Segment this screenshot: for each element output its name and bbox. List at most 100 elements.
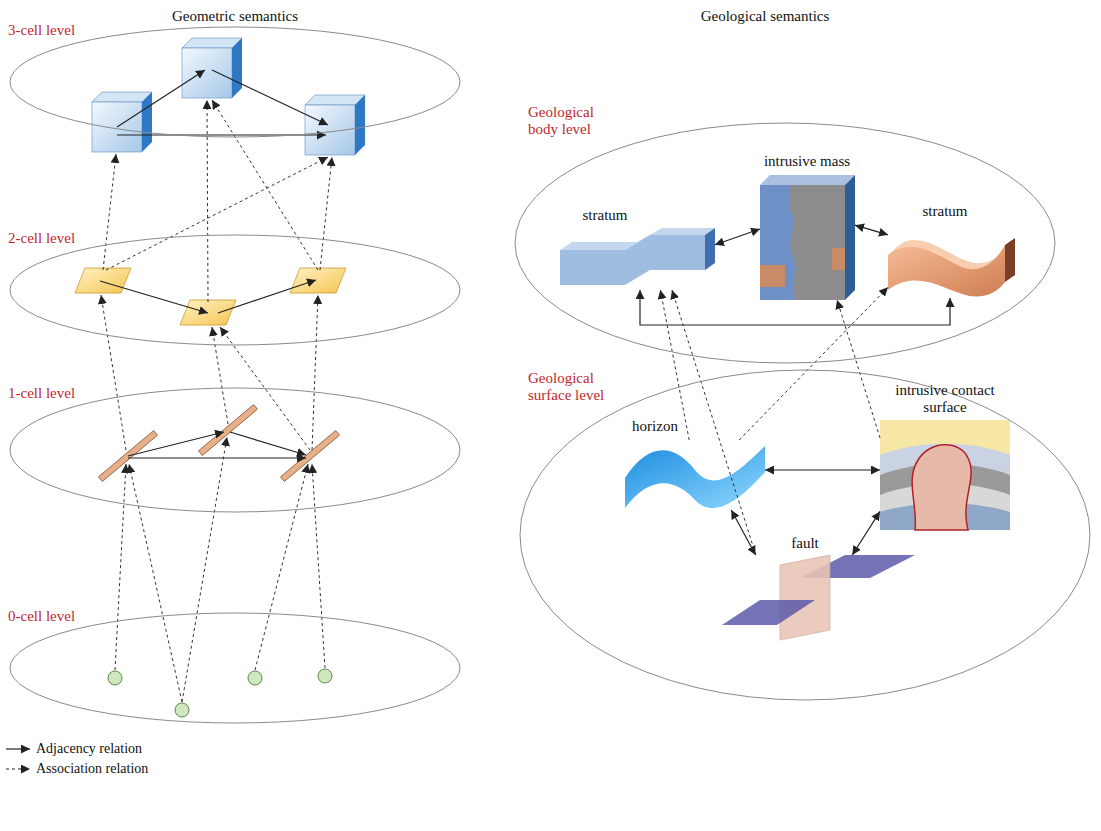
body-label: stratum [583, 207, 628, 224]
adjacency-arrows [117, 70, 205, 127]
legend-samples [6, 748, 30, 749]
ellipse-outline [10, 613, 460, 723]
adjacency-arrow [852, 511, 880, 555]
ellipse-outline [10, 235, 460, 345]
contact-surface-picture [880, 420, 1010, 530]
association-arrows [320, 157, 332, 270]
association-arrows [129, 464, 182, 702]
ellipse-outline [10, 235, 460, 345]
ellipse-outline [10, 388, 460, 512]
stratum-picture [560, 235, 705, 285]
adjacency-arrow [715, 229, 760, 245]
edge-cells [280, 431, 339, 482]
body-label: stratum [923, 203, 968, 220]
intrusive-mass-picture [760, 175, 855, 300]
ellipse-outline [10, 388, 460, 512]
vertex-cells [108, 669, 332, 717]
contact-surface-picture [880, 420, 1010, 530]
association-arrow [739, 287, 888, 440]
adjacency-arrows [128, 457, 306, 458]
cube-cells [92, 92, 152, 152]
association-arrows [103, 154, 116, 270]
legend-text: Adjacency relation [36, 740, 142, 757]
contact-surface-picture [880, 444, 1010, 530]
level-ellipse: 3-cell level [10, 27, 460, 137]
stratum-picture [888, 238, 1015, 297]
fault-picture [722, 555, 915, 640]
level-label: 0-cell level [8, 608, 75, 625]
level-ellipse: 0-cell level [10, 613, 460, 723]
intrusive-mass-picture [760, 175, 855, 185]
face-cells [75, 268, 346, 325]
adjacency-arrows [230, 432, 306, 455]
adjacency-arrow [855, 225, 888, 235]
adjacency-arrow [640, 290, 950, 325]
vertex-cells [318, 669, 332, 683]
level-label: 1-cell level [8, 385, 75, 402]
intrusive-mass-picture [760, 265, 785, 287]
contact-surface-picture [912, 445, 971, 530]
body-label: intrusive contact surface [880, 382, 1010, 416]
fault-picture [780, 555, 830, 640]
legend-samples [6, 768, 30, 769]
association-arrows [312, 295, 318, 450]
association-arrows [101, 100, 332, 702]
association-arrows [115, 464, 126, 670]
body-label: intrusive mass [764, 153, 850, 170]
legend-text: Association relation [36, 760, 148, 777]
association-arrow [672, 290, 756, 555]
association-arrows [212, 100, 318, 270]
legend-samples [6, 749, 30, 769]
ellipse-outline [10, 613, 460, 723]
stratum-picture [560, 228, 715, 285]
level-label: Geological surface level [528, 370, 618, 404]
cube-cells [182, 38, 242, 98]
level-ellipse: Geological surface level horizon intrusive… [520, 370, 1090, 700]
association-arrows [182, 437, 227, 702]
intrusive-mass-picture [832, 248, 845, 270]
adjacency-arrows [128, 432, 224, 456]
body-label: horizon [632, 418, 678, 435]
geological-body: stratum [888, 225, 1015, 298]
horizon-picture [625, 446, 765, 508]
level-label: 3-cell level [8, 22, 75, 39]
geological-body: stratum [560, 228, 715, 290]
vertex-cells [248, 671, 262, 685]
intrusive-mass-picture [760, 185, 845, 300]
geological-surface: fault [722, 555, 915, 640]
association-arrow [660, 290, 689, 440]
cube-cells [305, 95, 365, 155]
stratum-picture [1005, 238, 1015, 282]
stratum-picture [705, 228, 715, 270]
association-arrows [312, 464, 325, 668]
association-arrows [101, 295, 126, 450]
adjacency-arrows [218, 280, 316, 313]
ellipse-outline [10, 27, 460, 137]
face-cells [75, 268, 131, 293]
panel-title: Geological semantics [701, 8, 830, 25]
geological-surface: horizon [625, 440, 765, 510]
association-arrows [106, 157, 328, 270]
adjacency-arrow [765, 469, 880, 470]
vertex-cells [175, 703, 189, 717]
fault-picture [722, 600, 815, 625]
body-label: fault [791, 535, 819, 552]
geological-body: intrusive mass [760, 175, 855, 300]
level-label: 2-cell level [8, 230, 75, 247]
level-ellipse: 2-cell level [10, 235, 460, 345]
association-arrows [212, 327, 228, 424]
panel-title: Geometric semantics [172, 8, 298, 25]
adjacency-arrows [100, 281, 208, 313]
ellipse-outline [520, 370, 1090, 700]
adjacency-arrows [212, 70, 328, 125]
intrusive-mass-picture [845, 175, 855, 300]
ellipse-outline [10, 27, 460, 137]
association-arrows [255, 464, 308, 670]
association-arrows [207, 100, 208, 302]
level-ellipse: 1-cell level [10, 388, 460, 512]
stratum-picture [888, 245, 1005, 297]
level-ellipse: Geological body levelintrusive massstrat… [515, 123, 1055, 363]
association-arrow [837, 300, 880, 438]
vertex-cells [108, 671, 122, 685]
